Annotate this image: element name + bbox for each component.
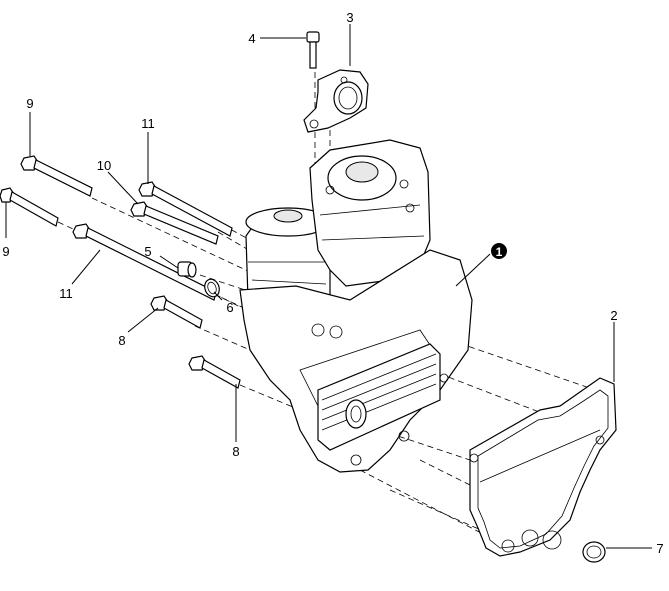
o-ring-6 bbox=[204, 278, 220, 298]
bolt-11-lower bbox=[72, 223, 217, 301]
bolt-4 bbox=[306, 31, 320, 69]
callout-4: 4 bbox=[248, 31, 255, 46]
callout-1-badge bbox=[491, 243, 507, 259]
gasket-2 bbox=[469, 377, 617, 557]
bolt-8-lower bbox=[188, 355, 241, 389]
callout-11-lower: 11 bbox=[59, 286, 73, 301]
bolt-9-lower bbox=[0, 187, 59, 227]
plug-5 bbox=[177, 261, 197, 278]
callout-7: 7 bbox=[656, 541, 663, 556]
leader-lines bbox=[5, 24, 652, 549]
oil-filter-module-1 bbox=[239, 139, 473, 473]
callout-2: 2 bbox=[610, 308, 617, 323]
bolt-9-upper bbox=[20, 155, 93, 197]
callout-8-upper: 8 bbox=[118, 333, 125, 348]
callout-10: 10 bbox=[97, 158, 111, 173]
sensor-housing-3 bbox=[303, 69, 369, 133]
callout-9-upper: 9 bbox=[26, 96, 33, 111]
bolt-10 bbox=[130, 201, 219, 245]
bolt-11-upper bbox=[138, 181, 233, 237]
callout-8-lower: 8 bbox=[232, 444, 239, 459]
o-ring-7 bbox=[582, 541, 606, 563]
callout-11-upper: 11 bbox=[141, 116, 155, 131]
callout-3: 3 bbox=[346, 10, 353, 25]
callout-labels: 1 2 3 4 5 6 7 8 8 9 9 10 11 11 bbox=[2, 10, 663, 556]
callout-6: 6 bbox=[226, 300, 233, 315]
callout-9-lower: 9 bbox=[2, 244, 9, 259]
callout-1: 1 bbox=[496, 245, 503, 259]
bolt-8-upper bbox=[150, 295, 203, 329]
callout-5: 5 bbox=[144, 244, 151, 259]
